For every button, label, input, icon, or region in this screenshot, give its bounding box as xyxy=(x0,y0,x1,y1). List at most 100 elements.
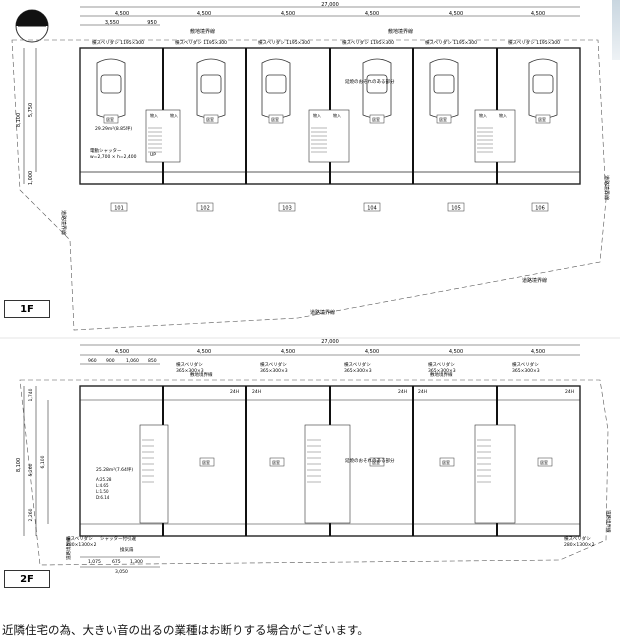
depth-dim: 8,100 xyxy=(16,113,22,127)
unit-number: 102 xyxy=(200,206,210,212)
boundary-label: 敷地境界線 xyxy=(190,28,215,35)
shutter-label: シャッター付引違 xyxy=(100,535,136,542)
storage-label: 物入 xyxy=(499,112,507,118)
window-label: 横スベリダシ xyxy=(176,361,203,368)
overall-dimension-1f: 27,000 xyxy=(321,2,339,8)
room-label: 居室 xyxy=(106,116,114,122)
sub-dim: 3,550 xyxy=(105,20,119,26)
floor-label-1f: 1F xyxy=(4,300,50,318)
unit-number: 103 xyxy=(282,206,292,212)
window-label: 横スベリダシ 1195×300 xyxy=(425,39,477,46)
overall-dimension-2f: 27,000 xyxy=(321,339,339,345)
window-size: 280×1300×2 xyxy=(66,542,97,548)
road-label: 道路境界線 xyxy=(310,309,335,316)
area-label: 29.29m²(8.85坪) xyxy=(95,125,132,132)
module-dim: 4,500 xyxy=(115,349,129,355)
area-label: 25.28m²(7.64坪) xyxy=(96,466,133,473)
window-label: 横スベリダシ xyxy=(344,361,371,368)
window-label: 横スベリダシ 1195×300 xyxy=(92,39,144,46)
road-label: 道路境界線 xyxy=(522,277,547,284)
window-size: 365×300×3 xyxy=(428,368,456,374)
depth-dim: 1,000 xyxy=(28,171,34,185)
window-label: 横スベリダシ xyxy=(66,535,93,542)
room-label: 居室 xyxy=(202,459,210,465)
sub-dim: 850 xyxy=(148,358,157,364)
module-dim: 4,500 xyxy=(531,349,545,355)
depth-dim: 5,260 xyxy=(28,463,34,476)
depth-dim: 5,750 xyxy=(28,103,34,117)
footer-note: 近隣住宅の為、大きい音の出るの業種はお断りする場合がございます。 xyxy=(2,623,369,637)
room-label: 居室 xyxy=(439,116,447,122)
up-label: UP xyxy=(150,152,156,158)
unit-number: 106 xyxy=(535,206,545,212)
shutter-size: w=2,700 × h=2,400 xyxy=(90,154,137,160)
storage-label: 物入 xyxy=(479,112,487,118)
boundary-label: 敷地境界線 xyxy=(430,371,453,378)
window-size: 365×300×3 xyxy=(512,368,540,374)
ventilation-label: 24H xyxy=(398,389,407,395)
window-label: 横スベリダシ 1195×300 xyxy=(175,39,227,46)
module-dim: 4,500 xyxy=(197,11,211,17)
room-label: 居室 xyxy=(540,459,548,465)
shutter-label: 電動シャッター xyxy=(90,147,122,154)
sub-dim: 1,060 xyxy=(126,358,139,364)
boundary-label: 敷地境界線 xyxy=(388,28,413,35)
area-detail: D:6.14 xyxy=(96,495,110,500)
ventilation-label: 24H xyxy=(230,389,239,395)
sub-dim: 900 xyxy=(106,358,115,364)
room-label: 居室 xyxy=(538,116,546,122)
sub-dim: 675 xyxy=(112,559,121,565)
module-dim: 4,500 xyxy=(197,349,211,355)
window-size: 365×300×3 xyxy=(260,368,288,374)
road-label: 道路境界線 xyxy=(605,510,612,533)
area-detail: L:4.65 xyxy=(96,483,109,488)
sub-dim: 960 xyxy=(88,358,97,364)
sub-dim: 3,050 xyxy=(115,569,128,575)
window-label: 横スベリダシ xyxy=(260,361,287,368)
window-label: 横スベリダシ xyxy=(564,535,591,542)
module-dim: 4,500 xyxy=(281,11,295,17)
depth-dim: 1,740 xyxy=(28,388,34,401)
window-label: 横スベリダシ 1195×300 xyxy=(508,39,560,46)
room-label: 居室 xyxy=(206,116,214,122)
floor-label-2f: 2F xyxy=(4,570,50,588)
storage-label: 物入 xyxy=(170,112,178,118)
room-label: 居室 xyxy=(372,116,380,122)
background-edge xyxy=(612,0,620,60)
sub-dim: 1,300 xyxy=(130,559,143,565)
fire-zone-label: 延焼のおそれのある部分 xyxy=(345,457,395,464)
room-label: 居室 xyxy=(442,459,450,465)
window-size: 365×300×3 xyxy=(344,368,372,374)
window-label: 横スベリダシ xyxy=(428,361,455,368)
storage-label: 物入 xyxy=(150,112,158,118)
module-dim: 4,500 xyxy=(365,349,379,355)
road-label: 道路境界線 xyxy=(60,210,67,235)
fire-zone-label: 延焼のおそれのある部分 xyxy=(345,78,395,85)
sub-dim: 950 xyxy=(147,20,157,26)
unit-number: 104 xyxy=(367,206,377,212)
module-dim: 4,500 xyxy=(281,349,295,355)
ventilation-label: 24H xyxy=(418,389,427,395)
storage-label: 物入 xyxy=(333,112,341,118)
sub-dim: 1,075 xyxy=(88,559,101,565)
first-floor-plan: 27,000 4,500 4,500 4,500 4,500 4,500 4,5… xyxy=(11,2,610,331)
room-label: 居室 xyxy=(372,459,380,465)
module-dim: 4,500 xyxy=(531,11,545,17)
ventilation-label: 24H xyxy=(252,389,261,395)
unit-number: 101 xyxy=(114,206,124,212)
road-label: 道路境界線 xyxy=(65,537,72,560)
room-label: 居室 xyxy=(272,459,280,465)
window-label: 横スベリダシ xyxy=(512,361,539,368)
depth-dim: 2,260 xyxy=(28,508,34,521)
module-dim: 4,500 xyxy=(365,11,379,17)
ventilation-label: 24H xyxy=(565,389,574,395)
window-size: 280×1300×2 xyxy=(564,542,595,548)
boundary-label: 敷地境界線 xyxy=(190,371,213,378)
road-label: 道路境界線 xyxy=(603,175,610,200)
unit-number: 105 xyxy=(451,206,461,212)
depth-dim: 8,100 xyxy=(16,458,22,472)
module-dim: 4,500 xyxy=(449,11,463,17)
area-detail: L:1.50 xyxy=(96,489,109,494)
window-label: 横スベリダシ 1195×300 xyxy=(342,39,394,46)
